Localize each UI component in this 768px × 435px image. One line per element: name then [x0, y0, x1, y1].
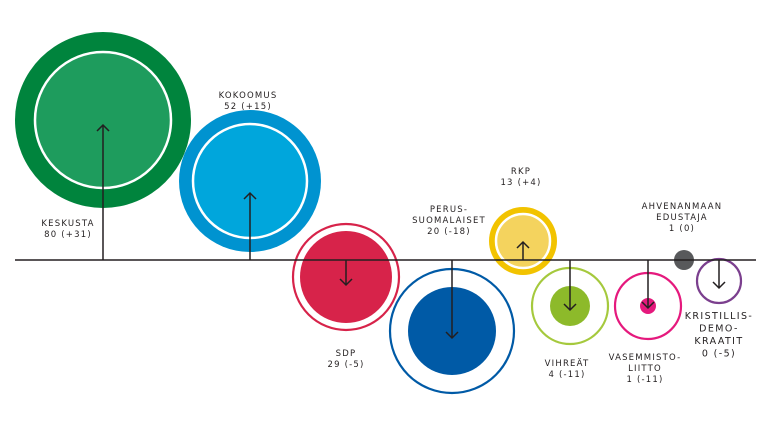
arrow-vihreat [563, 260, 577, 312]
arrow-kokoomus [243, 191, 257, 260]
party-name-ahvenanmaan-edustaja: EDUSTAJA [656, 213, 708, 223]
party-name-kristillis-demo-kraatit: DEMO- [699, 324, 739, 335]
party-result-kristillis-demo-kraatit: 0 (-5) [702, 349, 736, 360]
arrow-kristillis-demo-kraatit [712, 260, 726, 290]
party-name-vasemmisto-liitto: LIITTO [628, 364, 662, 374]
party-result-vihreat: 4 (-11) [548, 370, 585, 380]
party-name-rkp: RKP [511, 167, 531, 177]
party-name-kristillis-demo-kraatit: KRISTILLIS- [685, 311, 754, 322]
arrow-vasemmisto-liitto [641, 260, 655, 310]
arrow-perus-suomalaiset [445, 260, 459, 340]
party-name-sdp: SDP [336, 349, 357, 359]
arrow-keskusta [96, 123, 110, 260]
party-name-ahvenanmaan-edustaja: AHVENANMAAN [642, 202, 723, 212]
party-name-perus-suomalaiset: PERUS- [430, 205, 468, 215]
party-result-perus-suomalaiset: 20 (-18) [427, 227, 471, 237]
party-name-keskusta: KESKUSTA [41, 219, 94, 229]
party-name-vasemmisto-liitto: VASEMMISTO- [609, 353, 682, 363]
party-name-perus-suomalaiset: SUOMALAISET [412, 216, 486, 226]
party-result-vasemmisto-liitto: 1 (-11) [626, 375, 663, 385]
party-result-rkp: 13 (+4) [500, 178, 541, 188]
party-name-kristillis-demo-kraatit: KRAATIT [694, 336, 743, 347]
party-result-keskusta: 80 (+31) [44, 230, 92, 240]
arrow-rkp [516, 240, 530, 260]
arrow-sdp [339, 260, 353, 287]
party-result-sdp: 29 (-5) [327, 360, 364, 370]
party-result-kokoomus: 52 (+15) [224, 102, 272, 112]
party-result-ahvenanmaan-edustaja: 1 (0) [669, 224, 695, 234]
party-name-vihreat: VIHREÄT [545, 358, 590, 369]
party-name-kokoomus: KOKOOMUS [219, 91, 278, 101]
